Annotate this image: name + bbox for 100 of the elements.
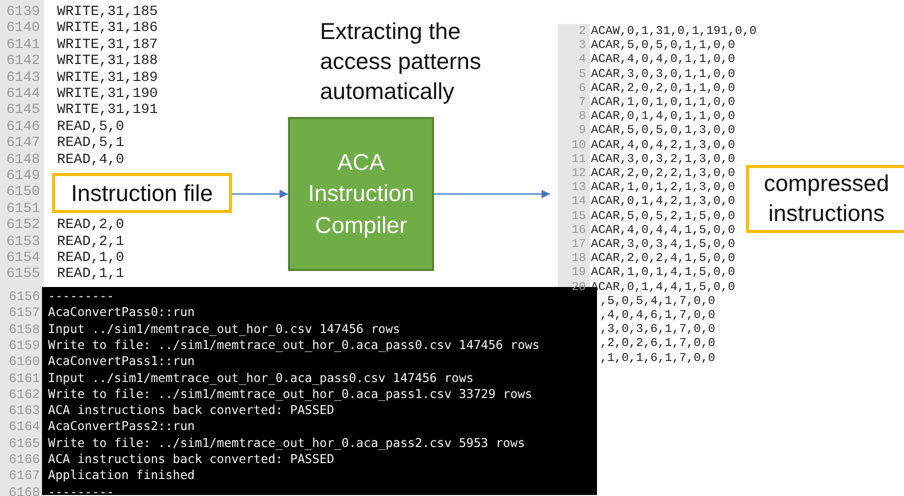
line-number: 6145 <box>5 103 40 118</box>
line-number: 10 <box>570 138 586 151</box>
line-number: 6147 <box>5 136 40 150</box>
code-line: ACAR,1,0,1,0,1,1,0,0 <box>591 96 736 108</box>
code-line: ,2,0,2,6,1,7,0,0 <box>600 337 716 350</box>
line-number: 12 <box>570 167 586 179</box>
code-line: ACAR,2,0,2,2,1,3,0,0 <box>591 167 736 179</box>
code-line: ACAR,4,0,4,4,1,5,0,0 <box>591 224 736 236</box>
line-number: 6168 <box>8 486 40 496</box>
code-line: WRITE,31,186 <box>57 21 158 36</box>
code-line: ,1,0,1,6,1,7,0,0 <box>600 352 716 364</box>
line-number: 6146 <box>5 120 40 134</box>
line-number: 6 <box>578 82 586 94</box>
line-number: 6160 <box>8 355 40 368</box>
code-line: ,5,0,5,4,1,7,0,0 <box>600 294 716 307</box>
code-line: READ,4,0 <box>57 152 124 167</box>
line-number: 5 <box>578 68 586 80</box>
code-line: ACAR,3,0,3,2,1,3,0,0 <box>591 152 736 165</box>
line-number: 4 <box>578 53 586 66</box>
code-line: ACAR,3,0,3,0,1,1,0,0 <box>591 68 736 80</box>
code-line: ACAR,0,1,4,2,1,3,0,0 <box>591 195 736 208</box>
code-line: ACAR,0,1,4,0,1,1,0,0 <box>591 110 736 122</box>
code-line: WRITE,31,187 <box>57 38 158 52</box>
code-line: ACAR,4,0,4,0,1,1,0,0 <box>591 53 736 66</box>
terminal-output-line: Write to file: ../sim1/memtrace_out_hor_0.aca_pass1.csv 33729 rows <box>48 388 532 400</box>
line-number: 6143 <box>5 70 40 85</box>
code-line: WRITE,31,188 <box>57 54 158 68</box>
code-line: ACAR,5,0,5,0,1,1,0,0 <box>591 39 736 52</box>
line-number: 16 <box>570 224 586 236</box>
line-number: 11 <box>570 152 586 165</box>
code-line: ACAR,3,0,3,4,1,5,0,0 <box>591 238 736 250</box>
line-number: 6142 <box>5 54 40 68</box>
line-number: 6156 <box>8 290 40 303</box>
line-number: 6148 <box>5 152 40 167</box>
line-number: 13 <box>570 181 586 194</box>
code-line: ACAR,2,0,2,4,1,5,0,0 <box>591 252 736 264</box>
code-line: ACAR,1,0,1,2,1,3,0,0 <box>591 181 736 194</box>
line-number: 9 <box>578 124 586 136</box>
code-line: ,3,0,3,6,1,7,0,0 <box>600 323 716 336</box>
line-number: 7 <box>578 96 586 108</box>
line-number: 6151 <box>5 202 40 216</box>
line-number: 8 <box>578 110 586 122</box>
code-line: READ,2,0 <box>57 218 124 232</box>
line-number: 6144 <box>5 87 40 101</box>
line-number: 6161 <box>8 372 40 384</box>
code-line: ACAR,5,0,5,0,1,3,0,0 <box>591 124 736 136</box>
line-number: 6141 <box>5 38 40 52</box>
label-box: compressed instructions <box>746 165 904 233</box>
code-line: READ,5,0 <box>57 120 124 134</box>
line-number: 6155 <box>5 267 40 282</box>
line-number: 17 <box>570 238 586 250</box>
line-number: 6164 <box>8 420 40 434</box>
line-number: 3 <box>578 39 586 52</box>
terminal-output-line: ACA instructions back converted: PASSED <box>48 404 334 416</box>
code-line: ACAR,4,0,4,2,1,3,0,0 <box>591 138 736 151</box>
line-number: 19 <box>570 266 586 278</box>
line-number: 20 <box>570 280 586 293</box>
code-line: WRITE,31,189 <box>57 70 158 85</box>
line-number: 6165 <box>8 436 40 450</box>
line-number: 6139 <box>5 5 40 19</box>
line-number: 15 <box>570 210 586 222</box>
code-line: WRITE,31,191 <box>57 103 158 118</box>
line-number: 6158 <box>8 322 40 336</box>
terminal-output-line: AcaConvertPass0::run <box>48 306 195 318</box>
line-number: 6166 <box>8 453 40 466</box>
line-number: 6153 <box>5 234 40 249</box>
line-number: 6163 <box>8 404 40 418</box>
code-line: ACAR,2,0,2,0,1,1,0,0 <box>591 82 736 94</box>
terminal-output-line: Application finished <box>48 469 195 482</box>
line-number: 6162 <box>8 388 40 401</box>
line-number: 18 <box>570 252 586 264</box>
terminal-output-line: Input ../sim1/memtrace_out_hor_0.aca_pass0.csv 147456 rows <box>48 372 474 384</box>
code-line: READ,5,1 <box>57 136 124 150</box>
code-line: READ,1,1 <box>57 267 124 282</box>
line-number: 6152 <box>5 218 40 232</box>
arrow <box>434 190 550 198</box>
terminal-output-line: --------- <box>48 290 114 302</box>
line-number: 6149 <box>5 169 40 183</box>
code-line: ACAR,5,0,5,2,1,5,0,0 <box>591 210 736 222</box>
code-line: ACAR,1,0,1,4,1,5,0,0 <box>591 266 736 278</box>
line-number: 6159 <box>8 338 40 352</box>
line-number: 6150 <box>5 185 40 200</box>
arrow <box>232 190 288 198</box>
terminal-output-line: ACA instructions back converted: PASSED <box>48 453 334 466</box>
terminal-output-line: AcaConvertPass2::run <box>48 420 195 433</box>
terminal-output-line: Write to file: ../sim1/memtrace_out_hor_0.aca_pass0.csv 147456 rows <box>48 338 540 352</box>
line-number: 2 <box>578 25 586 37</box>
code-line: READ,1,0 <box>57 251 124 265</box>
terminal-output-line: --------- <box>48 486 114 496</box>
code-line: WRITE,31,185 <box>57 5 158 19</box>
code-line: READ,2,1 <box>57 234 124 249</box>
code-line: WRITE,31,190 <box>57 87 158 101</box>
line-number: 6140 <box>5 21 40 36</box>
code-line: ACAW,0,1,31,0,1,191,0,0 <box>591 25 757 37</box>
label-box: Instruction file <box>52 173 232 213</box>
line-number: 14 <box>570 195 586 208</box>
code-line: ,4,0,4,6,1,7,0,0 <box>600 309 716 321</box>
line-number: 6154 <box>5 251 40 265</box>
terminal-output-line: Write to file: ../sim1/memtrace_out_hor_0.aca_pass2.csv 5953 rows <box>48 436 525 449</box>
terminal-output-line: AcaConvertPass1::run <box>48 355 195 368</box>
